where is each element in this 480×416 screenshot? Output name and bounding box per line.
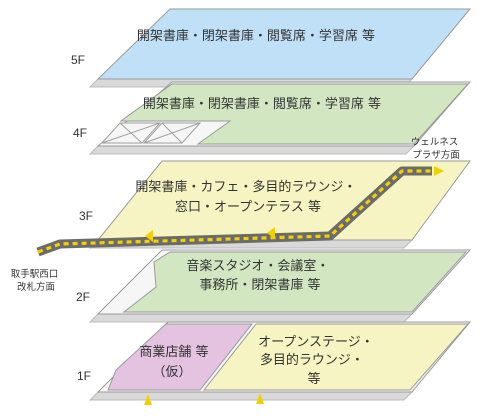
floor-4f: 開架書庫・閉架書庫・閲覧席・学習席 等 4F bbox=[73, 81, 472, 155]
walkway-exit-arrow-icon bbox=[145, 230, 153, 242]
entrance-arrow-icon bbox=[144, 394, 152, 405]
floor-2f-side bbox=[88, 313, 414, 323]
floor-3f: 開架書庫・カフェ・多目的ラウンジ・ 窓口・オープンテラス 等 3F bbox=[79, 160, 471, 249]
floor-2f: 音楽スタジオ・会議室・ 事務所・閉架書庫 等 2F bbox=[76, 249, 472, 323]
floor-5f: 開架書庫・閉架書庫・閲覧席・学習席 等 5F bbox=[71, 8, 472, 88]
floor-1f-pink-area bbox=[107, 323, 254, 391]
destination-wellness: ウェルネス プラザ方面 bbox=[411, 137, 462, 161]
floor-1f-side bbox=[88, 391, 414, 401]
floor-2f-green-area bbox=[122, 251, 468, 313]
arrow-to-wellness-icon bbox=[434, 166, 444, 176]
floor-4f-side bbox=[88, 145, 416, 155]
floor-4f-text: 開架書庫・閉架書庫・閲覧席・学習席 等 bbox=[143, 96, 381, 112]
floor-3f-text: 開架書庫・カフェ・多目的ラウンジ・ 窓口・オープンテラス 等 bbox=[135, 179, 360, 215]
walkway-exit-arrow-icon bbox=[267, 227, 275, 239]
entrance-arrow-icon bbox=[256, 393, 264, 404]
floor-1f-right-text: オープンステージ・ 多目的ラウンジ・ 等 bbox=[258, 335, 378, 387]
floor-3f-label: 3F bbox=[79, 209, 93, 223]
floor-2f-text: 音楽スタジオ・会議室・ 事務所・閉架書庫 等 bbox=[186, 258, 333, 293]
floor-1f: 商業店舗 等 （仮） オープンステージ・ 多目的ラウンジ・ 等 1F bbox=[77, 321, 472, 405]
floor-4f-void bbox=[100, 122, 202, 144]
floor-3f-top bbox=[96, 160, 471, 241]
destination-station: 取手駅西口 改札方面 bbox=[11, 268, 62, 293]
floor-4f-green-area bbox=[119, 83, 470, 145]
floor-5f-label: 5F bbox=[71, 53, 85, 67]
floor-5f-top bbox=[96, 8, 472, 80]
floor-1f-left-text: 商業店舗 等 （仮） bbox=[139, 344, 212, 380]
floor-2f-label: 2F bbox=[76, 290, 90, 304]
floor-1f-yellow-area bbox=[202, 323, 470, 391]
floor-5f-text: 開架書庫・閉架書庫・閲覧席・学習席 等 bbox=[137, 28, 375, 44]
pedestrian-walkway bbox=[36, 166, 444, 257]
walkway-dashes bbox=[37, 169, 432, 254]
floor-4f-label: 4F bbox=[73, 126, 87, 140]
floor-1f-label: 1F bbox=[77, 369, 91, 383]
